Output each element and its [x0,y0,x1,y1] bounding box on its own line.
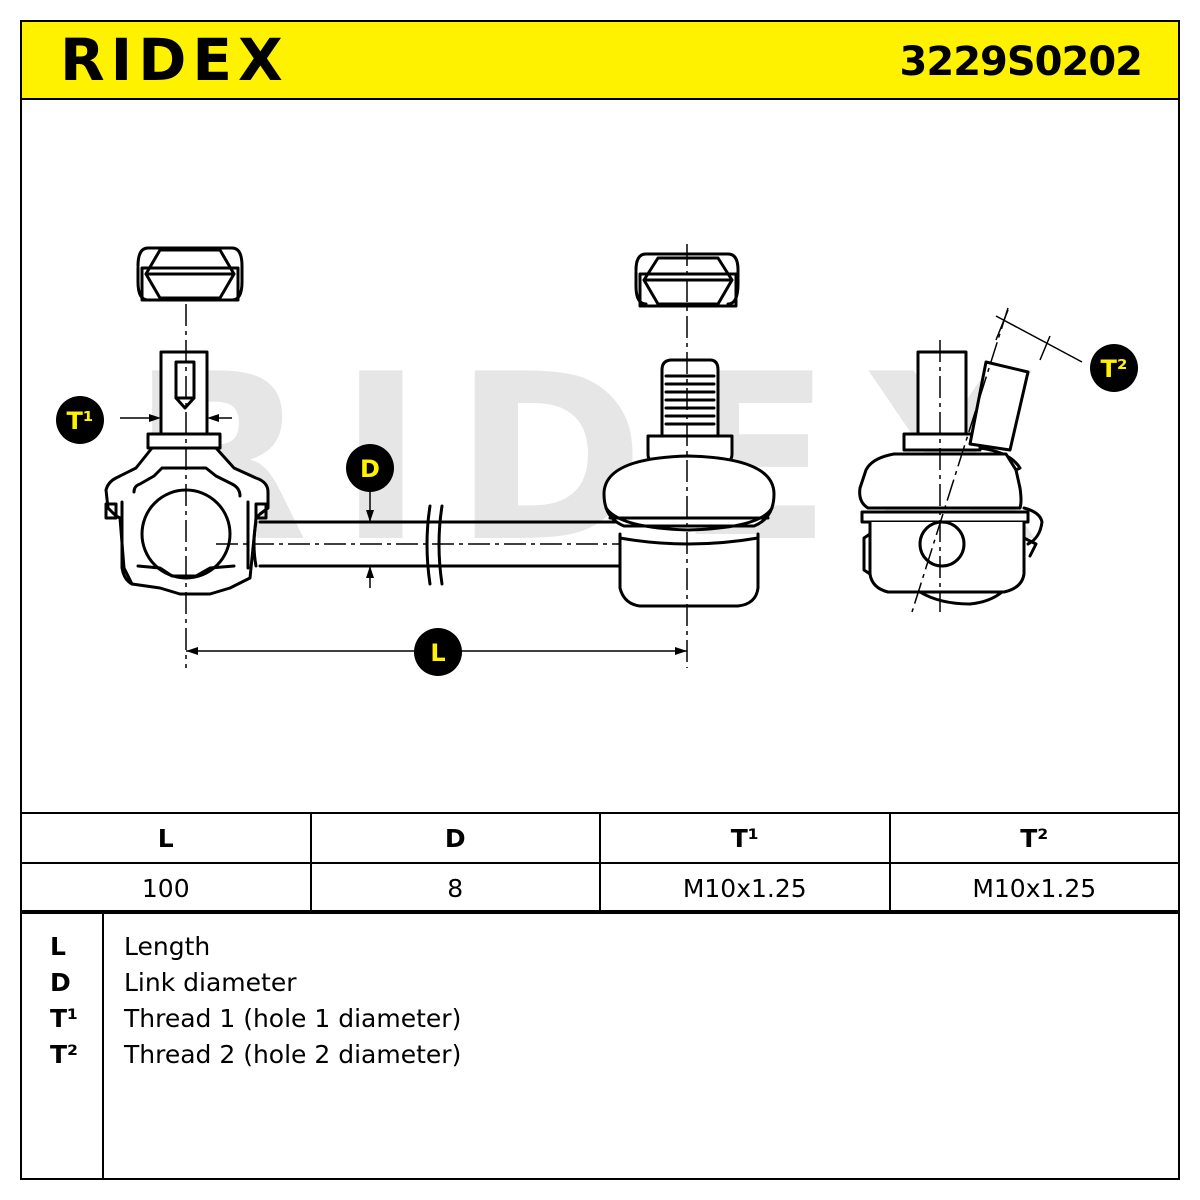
svg-text:T¹: T¹ [67,407,94,435]
spec-header-row: L D T¹ T² [20,812,1180,864]
legend-divider [102,912,104,1178]
legend-item: L Length [22,932,1178,968]
legend: L Length D Link diameter T¹ Thread 1 (ho… [20,910,1180,1180]
svg-text:L: L [430,639,445,667]
svg-text:T²: T² [1101,355,1128,383]
legend-item: D Link diameter [22,968,1178,1004]
legend-item: T² Thread 2 (hole 2 diameter) [22,1040,1178,1076]
middle-nut [634,252,740,308]
legend-symbol: L [50,932,66,961]
header-bar: RIDEX 3229S0202 [20,20,1180,100]
spec-value-d: 8 [309,862,601,914]
legend-symbol: D [50,968,71,997]
left-nut [136,246,244,302]
callout-l: L [414,628,462,676]
callout-d: D [346,444,394,492]
legend-item: T¹ Thread 1 (hole 1 diameter) [22,1004,1178,1040]
svg-text:D: D [360,455,380,483]
spec-value-t1: M10x1.25 [599,862,891,914]
part-number: 3229S0202 [899,39,1143,85]
spec-header-t2: T² [888,812,1180,864]
spec-table: L D T¹ T² 100 8 M10x1.25 M10x1.25 [20,812,1180,914]
legend-symbol: T² [50,1040,79,1069]
legend-text: Thread 2 (hole 2 diameter) [124,1040,462,1069]
legend-text: Link diameter [124,968,297,997]
legend-text: Length [124,932,211,961]
left-stud [146,350,222,450]
right-side-view [858,350,1044,606]
middle-body [602,454,776,608]
spec-header-l: L [20,812,312,864]
callout-t2: T² [1090,344,1138,392]
spec-header-t1: T¹ [599,812,891,864]
technical-drawing: RIDEX [56,244,1138,676]
middle-stud [646,358,734,464]
spec-header-d: D [309,812,601,864]
spec-value-t2: M10x1.25 [888,862,1180,914]
legend-text: Thread 1 (hole 1 diameter) [124,1004,462,1033]
spec-value-row: 100 8 M10x1.25 M10x1.25 [20,862,1180,914]
legend-symbol: T¹ [50,1004,79,1033]
spec-value-l: 100 [20,862,312,914]
brand-logo: RIDEX [60,26,289,94]
callout-t1: T¹ [56,396,104,444]
